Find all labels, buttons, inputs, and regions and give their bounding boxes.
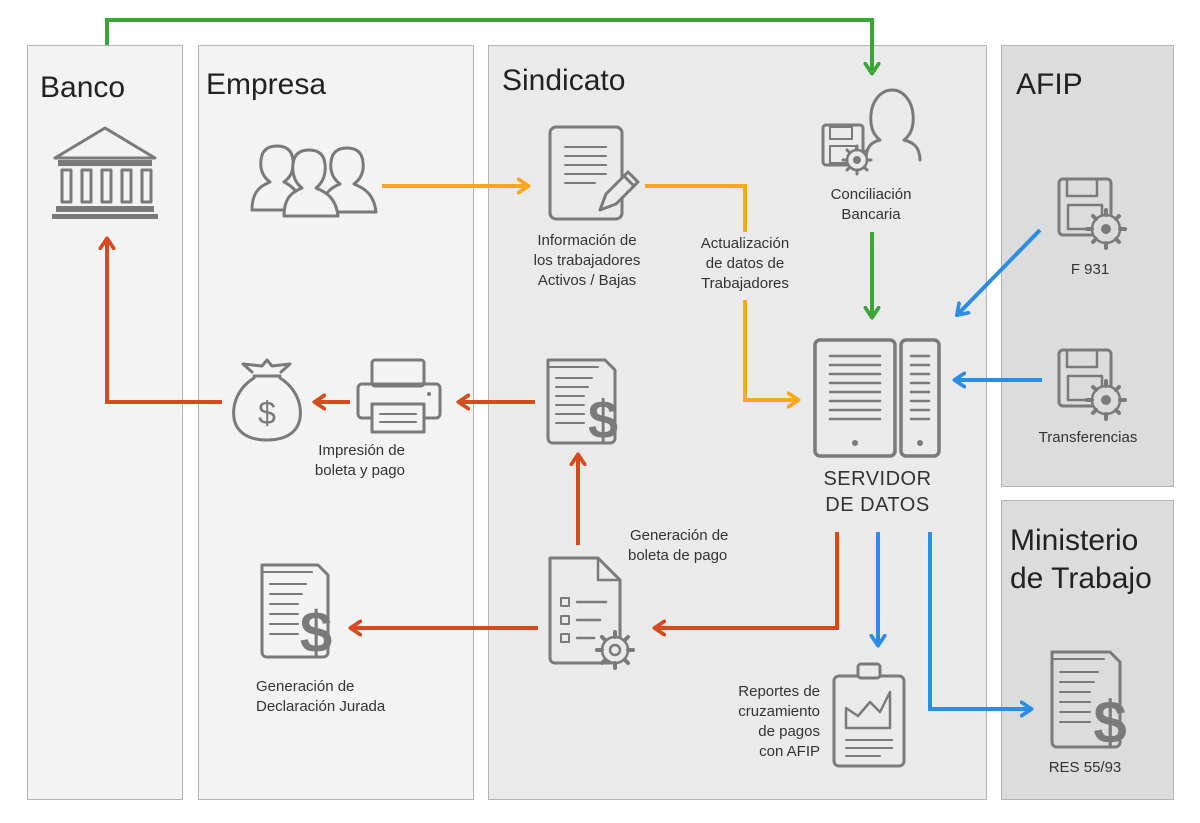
label-generacion-declaracion: Generación de Declaración Jurada — [256, 677, 436, 717]
lane-title-empresa: Empresa — [206, 68, 327, 101]
label-servidor-datos: SERVIDOR DE DATOS — [800, 466, 955, 518]
label-transferencias: Transferencias — [1038, 429, 1138, 446]
lane-title-banco: Banco — [40, 71, 126, 104]
reportes-line-1: Reportes de — [738, 683, 820, 700]
svg-text:$: $ — [1093, 689, 1126, 756]
label-informacion-trabajadores: Información de los trabajadores Activos … — [512, 231, 662, 291]
gen-boleta-line-1: Generación de — [630, 527, 729, 544]
lane-title-afip: AFIP — [1016, 68, 1083, 101]
ministerio-line-2: de Trabajo — [1010, 562, 1152, 595]
servidor-line-2: DE DATOS — [825, 494, 930, 516]
conciliacion-line-2: Bancaria — [841, 206, 901, 223]
svg-text:$: $ — [588, 390, 618, 450]
lane-empresa — [198, 45, 474, 800]
ministerio-line-1: Ministerio — [1010, 524, 1139, 557]
svg-text:$: $ — [300, 600, 332, 665]
floppy-gear-icon-transferencias — [1057, 348, 1127, 421]
reportes-line-3: de pagos — [758, 723, 820, 740]
checklist-gear-icon — [548, 556, 635, 670]
label-f931: F 931 — [1070, 261, 1110, 278]
gen-ddjj-line-1: Generación de — [256, 678, 355, 695]
info-line-1: Información de — [537, 232, 637, 249]
declaracion-document-icon: $ — [260, 563, 332, 665]
reportes-line-4: con AFIP — [759, 743, 820, 760]
boleta-document-icon: $ — [546, 358, 618, 450]
lane-title-ministerio: Ministerio de Trabajo — [1010, 522, 1152, 598]
bank-icon — [52, 126, 158, 219]
clipboard-chart-icon — [832, 662, 906, 768]
impresion-line-2: boleta y pago — [314, 462, 405, 479]
gen-ddjj-line-2: Declaración Jurada — [256, 698, 386, 715]
money-bag-icon: $ — [232, 358, 302, 442]
arrows — [105, 18, 1042, 709]
label-res-5593: RES 55/93 — [1048, 759, 1122, 776]
person-floppy-gear-icon — [821, 88, 922, 176]
actualizacion-line-2: de datos de — [705, 255, 785, 272]
users-group-icon — [250, 144, 378, 218]
arrow-servidor-to-res — [928, 532, 1030, 709]
info-line-3: Activos / Bajas — [537, 272, 637, 289]
label-conciliacion-bancaria: Conciliación Bancaria — [806, 185, 936, 225]
document-pencil-icon — [548, 125, 640, 221]
floppy-gear-icon-f931 — [1057, 177, 1127, 250]
arrow-servidor-to-generacion — [656, 532, 839, 628]
gen-boleta-line-2: boleta de pago — [628, 547, 728, 564]
label-impresion-boleta: Impresión de boleta y pago — [270, 441, 405, 481]
reportes-line-2: cruzamiento — [738, 703, 820, 720]
label-generacion-boleta: Generación de boleta de pago — [628, 526, 768, 566]
label-actualizacion-datos: Actualización de datos de Trabajadores — [680, 234, 810, 294]
info-line-2: los trabajadores — [533, 252, 641, 269]
server-icon — [813, 338, 941, 458]
arrow-pago-to-banco — [107, 240, 222, 404]
lane-ministerio — [1001, 500, 1174, 800]
lane-afip — [1001, 45, 1174, 487]
arrow-banco-to-conciliacion — [105, 18, 872, 72]
res-document-icon: $ — [1050, 650, 1127, 756]
printer-icon — [356, 358, 442, 434]
arrow-f931-to-servidor — [958, 228, 1042, 314]
label-reportes-cruzamiento: Reportes de cruzamiento de pagos con AFI… — [690, 682, 820, 762]
actualizacion-line-1: Actualización — [700, 235, 790, 252]
servidor-line-1: SERVIDOR — [823, 468, 932, 490]
svg-text:$: $ — [258, 395, 276, 431]
arrow-informacion-to-servidor-bottom — [743, 300, 797, 400]
actualizacion-line-3: Trabajadores — [701, 275, 789, 292]
conciliacion-line-1: Conciliación — [830, 186, 912, 203]
lane-title-sindicato: Sindicato — [502, 64, 626, 97]
impresion-line-1: Impresión de — [318, 442, 405, 459]
arrow-informacion-to-servidor-top — [645, 184, 747, 232]
